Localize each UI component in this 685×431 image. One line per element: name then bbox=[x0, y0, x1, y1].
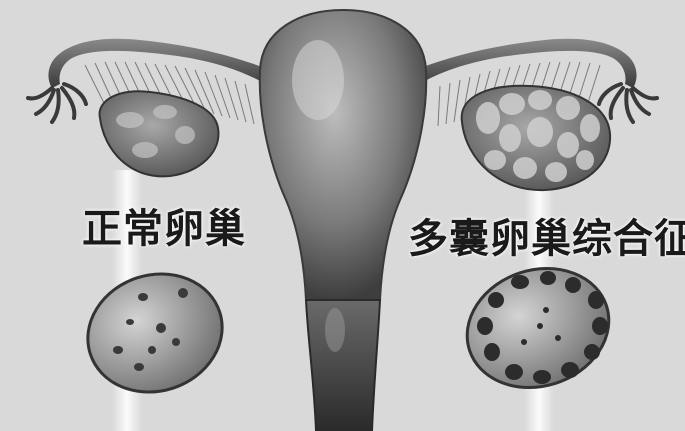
ovary-left-normal bbox=[100, 91, 219, 176]
uterus-body bbox=[260, 10, 427, 300]
fimbriae-right bbox=[599, 84, 657, 122]
label-normal-ovary: 正常卵巢 bbox=[82, 196, 246, 254]
pcos-ovary-cross-section bbox=[452, 251, 625, 406]
cervix-highlight bbox=[325, 308, 345, 352]
label-pcos: 多囊卵巢综合征 bbox=[408, 206, 685, 264]
uterus-highlight bbox=[292, 40, 344, 120]
fallopian-tube-left bbox=[48, 39, 265, 88]
normal-ovary-cross-section bbox=[72, 257, 237, 409]
fallopian-tube-right bbox=[420, 39, 637, 88]
fimbriae-left bbox=[28, 84, 86, 122]
